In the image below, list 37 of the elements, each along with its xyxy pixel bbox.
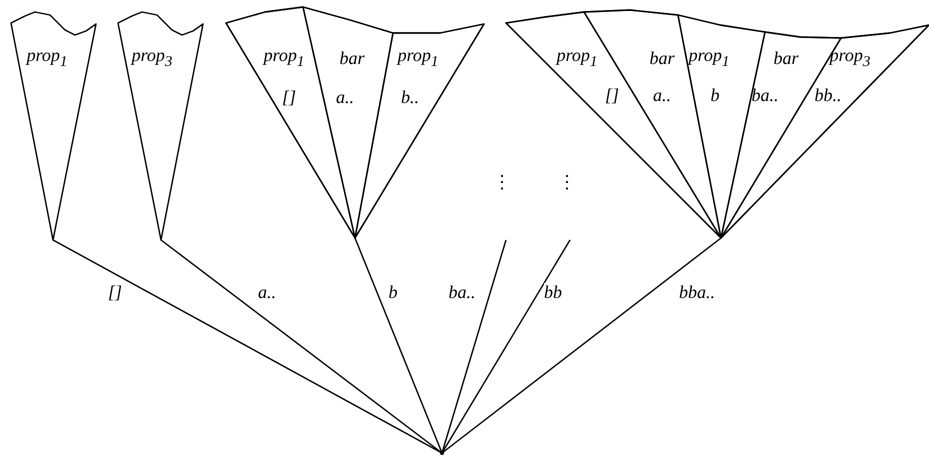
node-text: bb.. [814,86,842,104]
edge-label: b [388,283,398,301]
fan-sector [303,7,393,238]
node-text: bar [774,49,798,67]
node-text: [] [282,88,296,106]
node-text: bar [340,49,364,67]
node-text: a.. [653,86,671,104]
branch-line [441,240,571,454]
branch-point [440,451,444,455]
edge-label: [] [108,283,122,301]
edge-label: ba.. [448,283,476,301]
ellipsis-mark: ⋮ [493,173,511,191]
node-text: a.. [336,88,354,106]
node-text: b [710,86,720,104]
node-text: prop$_{3}$ [830,46,870,70]
node-text: bar [650,49,674,67]
node-text: prop$_{3}$ [132,46,172,70]
edge-label: bb [544,283,562,301]
node-text: prop$_{1}$ [398,46,438,70]
cone-shape [118,12,203,240]
branch-line [354,238,443,454]
branch-line [441,240,507,454]
fan-sector [506,12,721,238]
node-text: [] [605,86,619,104]
branch-line [52,239,442,454]
node-text: prop$_{1}$ [264,46,304,70]
ellipsis-mark: ⋮ [558,173,576,191]
edge-label: bba.. [679,283,715,301]
node-text: prop$_{1}$ [688,46,730,70]
cone-shape [11,12,96,240]
node-text: prop$_{1}$ [26,46,68,70]
node-text: b.. [401,88,419,106]
node-text: ba.. [752,86,778,104]
branch-line [442,237,722,454]
fan-sector [721,25,929,238]
node-text: prop$_{1}$ [556,46,598,70]
branch-line [160,239,442,454]
